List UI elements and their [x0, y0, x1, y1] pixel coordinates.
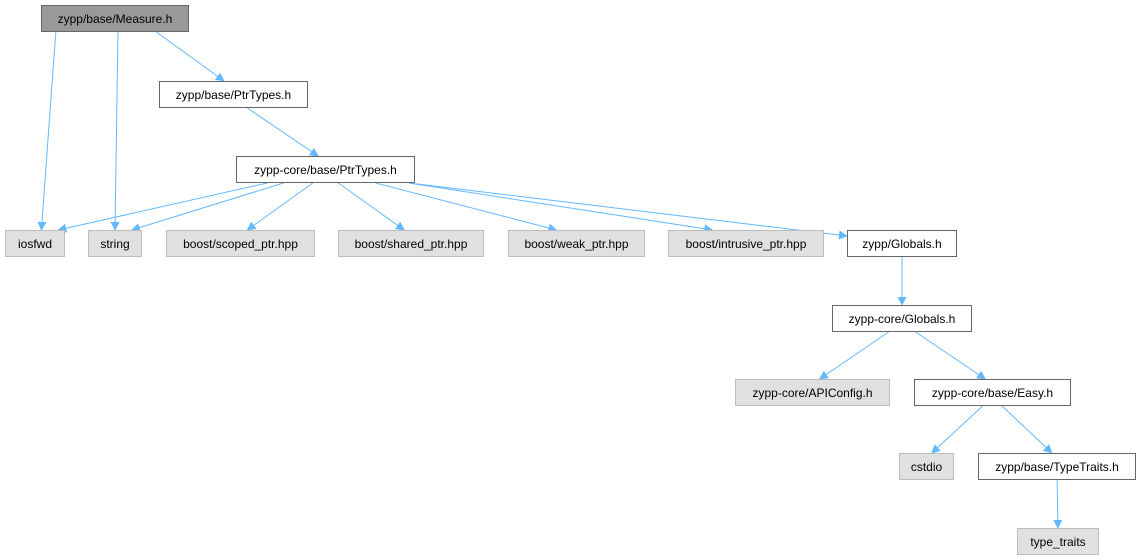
node-zypp-core-base-ptrtypes-h[interactable]: zypp-core/base/PtrTypes.h	[236, 156, 415, 183]
edge-easy-to-cstdio	[931, 405, 983, 454]
node-zypp-globals-h[interactable]: zypp/Globals.h	[847, 230, 957, 257]
edge-easy-to-typetraits	[1001, 405, 1053, 454]
edge-measure-to-iosfwd	[37, 31, 57, 231]
edge-coreptr-to-weak	[375, 182, 558, 233]
edge-coreptr-to-intrusive	[408, 182, 714, 234]
node-zypp-core-globals-h[interactable]: zypp-core/Globals.h	[832, 305, 972, 332]
node-zypp-base-measure-h[interactable]: zypp/base/Measure.h	[41, 5, 189, 32]
edge-coreptr-to-string	[130, 182, 284, 232]
node-zypp-core-apiconfig-h[interactable]: zypp-core/APIConfig.h	[735, 379, 890, 406]
edge-coreptr-to-globals	[408, 182, 848, 240]
node-string[interactable]: string	[88, 230, 142, 257]
node-boost-shared-ptr-hpp[interactable]: boost/shared_ptr.hpp	[338, 230, 484, 257]
edge-ptrtypes-to-coreptr	[247, 107, 319, 157]
edge-measure-to-ptrtypes	[156, 31, 225, 82]
node-zypp-core-base-easy-h[interactable]: zypp-core/base/Easy.h	[914, 379, 1071, 406]
node-boost-weak-ptr-hpp[interactable]: boost/weak_ptr.hpp	[508, 230, 645, 257]
edge-measure-to-string	[110, 31, 120, 231]
node-boost-scoped-ptr-hpp[interactable]: boost/scoped_ptr.hpp	[166, 230, 315, 257]
edge-coreglobals-to-easy	[915, 331, 987, 380]
node-type-traits[interactable]: type_traits	[1017, 528, 1099, 555]
edge-coreptr-to-iosfwd	[57, 182, 268, 233]
edge-coreglobals-to-apiconfig	[818, 331, 889, 380]
node-iosfwd[interactable]: iosfwd	[5, 230, 65, 257]
node-zypp-base-typetraits-h[interactable]: zypp/base/TypeTraits.h	[978, 453, 1136, 480]
node-zypp-base-ptrtypes-h[interactable]: zypp/base/PtrTypes.h	[159, 81, 308, 108]
node-boost-intrusive-ptr-hpp[interactable]: boost/intrusive_ptr.hpp	[668, 230, 824, 257]
edge-coreptr-to-shared	[338, 182, 405, 231]
edge-coreptr-to-scoped	[246, 182, 314, 231]
node-cstdio[interactable]: cstdio	[899, 453, 954, 480]
edge-typetraits-to-type_traits	[1053, 479, 1063, 529]
